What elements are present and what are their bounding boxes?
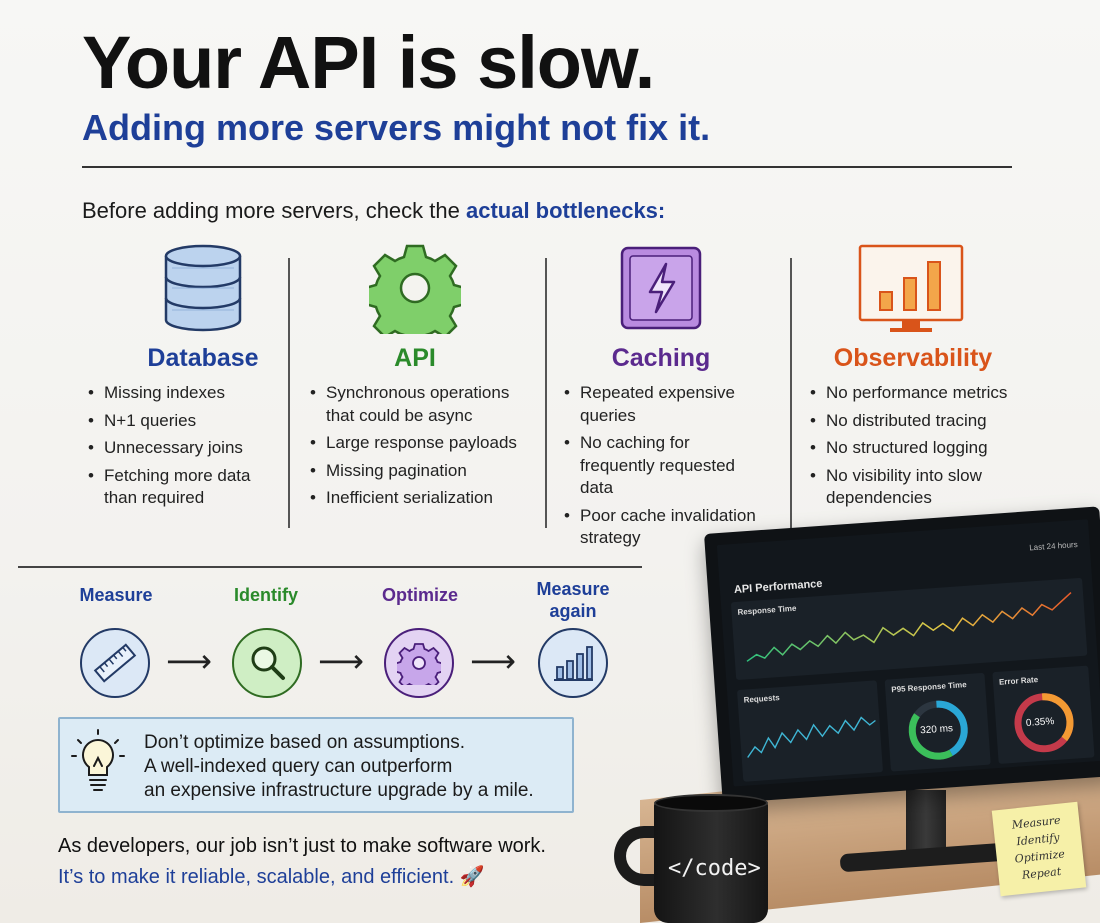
- list-item: No structured logging: [808, 437, 1008, 460]
- lightbulb-icon: [70, 728, 126, 803]
- p95-panel: P95 Response Time 320 ms: [884, 672, 991, 772]
- p95-value: 320 ms: [919, 723, 954, 737]
- mug-text: </code>: [668, 856, 761, 881]
- column-title: API: [394, 344, 436, 372]
- column-title: Database: [147, 344, 259, 372]
- intro-prefix: Before adding more servers, check the: [82, 198, 466, 223]
- column-database: Database Missing indexes N+1 queries Unn…: [78, 240, 328, 540]
- step-identify: [232, 628, 302, 698]
- list-item: N+1 queries: [86, 410, 261, 433]
- list-item: Repeated expensive queries: [562, 382, 747, 427]
- column-observability: Observability No performance metrics No …: [786, 240, 1036, 540]
- sticky-note: Measure Identify Optimize Repeat: [991, 801, 1087, 897]
- divider: [82, 166, 1012, 168]
- page-title: Your API is slow.: [82, 21, 655, 104]
- lightning-box-icon: [536, 242, 786, 334]
- monitor-chart-icon: [786, 242, 1036, 334]
- gear-icon: [397, 643, 441, 685]
- coffee-mug: [654, 800, 768, 923]
- page-subtitle: Adding more servers might not fix it.: [82, 107, 711, 148]
- tip-line: Don’t optimize based on assumptions.: [144, 732, 466, 753]
- arrow-icon: ⟶: [166, 643, 212, 679]
- closing-line-1: As developers, our job isn’t just to mak…: [58, 835, 546, 857]
- column-caching: Caching Repeated expensive queries No ca…: [536, 240, 786, 547]
- list-item: Fetching more data than required: [86, 465, 261, 510]
- gear-icon: [290, 242, 540, 334]
- magnifier-icon: [251, 646, 285, 680]
- dashboard-range: Last 24 hours: [1028, 539, 1078, 553]
- intro-highlight: actual bottlenecks:: [465, 198, 666, 223]
- list-item: No performance metrics: [808, 382, 1008, 405]
- error-rate-panel: Error Rate 0.35%: [992, 665, 1095, 764]
- list-item: No caching for frequently requested data: [562, 432, 752, 500]
- response-time-sparkline: [746, 591, 1072, 662]
- list-item: Poor cache invalidation strategy: [562, 505, 757, 550]
- tip-text: Don’t optimize based on assumptions. A w…: [144, 731, 534, 803]
- column-title: Caching: [611, 344, 711, 372]
- list-item: Synchronous operations that could be asy…: [308, 382, 523, 427]
- tip-line: an expensive infrastructure upgrade by a…: [144, 780, 534, 801]
- step-measure: [80, 628, 150, 698]
- step-optimize: [384, 628, 454, 698]
- monitor: Last 24 hours API Performance Response T…: [704, 506, 1100, 804]
- step-measure-again: [538, 628, 608, 698]
- list-item: Missing pagination: [308, 460, 523, 483]
- response-time-panel: Response Time: [730, 577, 1088, 681]
- list-item: Inefficient serialization: [308, 487, 523, 510]
- arrow-icon: ⟶: [318, 643, 364, 679]
- monitor-stand: [906, 790, 946, 850]
- column-separator: [790, 258, 792, 528]
- dashboard-title: API Performance: [733, 577, 823, 597]
- list-item: Large response payloads: [308, 432, 523, 455]
- list-item: No visibility into slow dependencies: [808, 465, 1008, 510]
- list-item: Missing indexes: [86, 382, 261, 405]
- step-label-optimize: Optimize: [381, 585, 458, 605]
- bar-chart-icon: [554, 646, 593, 681]
- step-label-identify: Identify: [233, 585, 298, 605]
- step-label-measure-again: Measure again: [536, 579, 610, 621]
- column-api: API Synchronous operations that could be…: [290, 240, 540, 540]
- requests-panel: Requests: [736, 680, 884, 782]
- arrow-icon: ⟶: [470, 643, 516, 679]
- p95-gauge: [908, 700, 968, 760]
- database-icon: [78, 242, 328, 334]
- mug-rim: [654, 794, 768, 812]
- ruler-icon: [93, 643, 137, 683]
- tip-box: [58, 717, 574, 813]
- step-label-measure: Measure: [79, 585, 153, 605]
- column-separator: [288, 258, 290, 528]
- divider: [18, 566, 642, 568]
- closing-line-2: It’s to make it reliable, scalable, and …: [58, 866, 485, 888]
- intro-text: Before adding more servers, check the ac…: [82, 198, 665, 224]
- error-rate-value: 0.35%: [1025, 716, 1055, 729]
- column-separator: [545, 258, 547, 528]
- dashboard-screen: Last 24 hours API Performance Response T…: [716, 519, 1100, 787]
- error-rate-gauge: [1014, 693, 1074, 753]
- column-title: Observability: [833, 344, 993, 372]
- tip-line: A well-indexed query can outperform: [144, 756, 453, 777]
- requests-sparkline: [747, 716, 876, 758]
- list-item: No distributed tracing: [808, 410, 1008, 433]
- list-item: Unnecessary joins: [86, 437, 261, 460]
